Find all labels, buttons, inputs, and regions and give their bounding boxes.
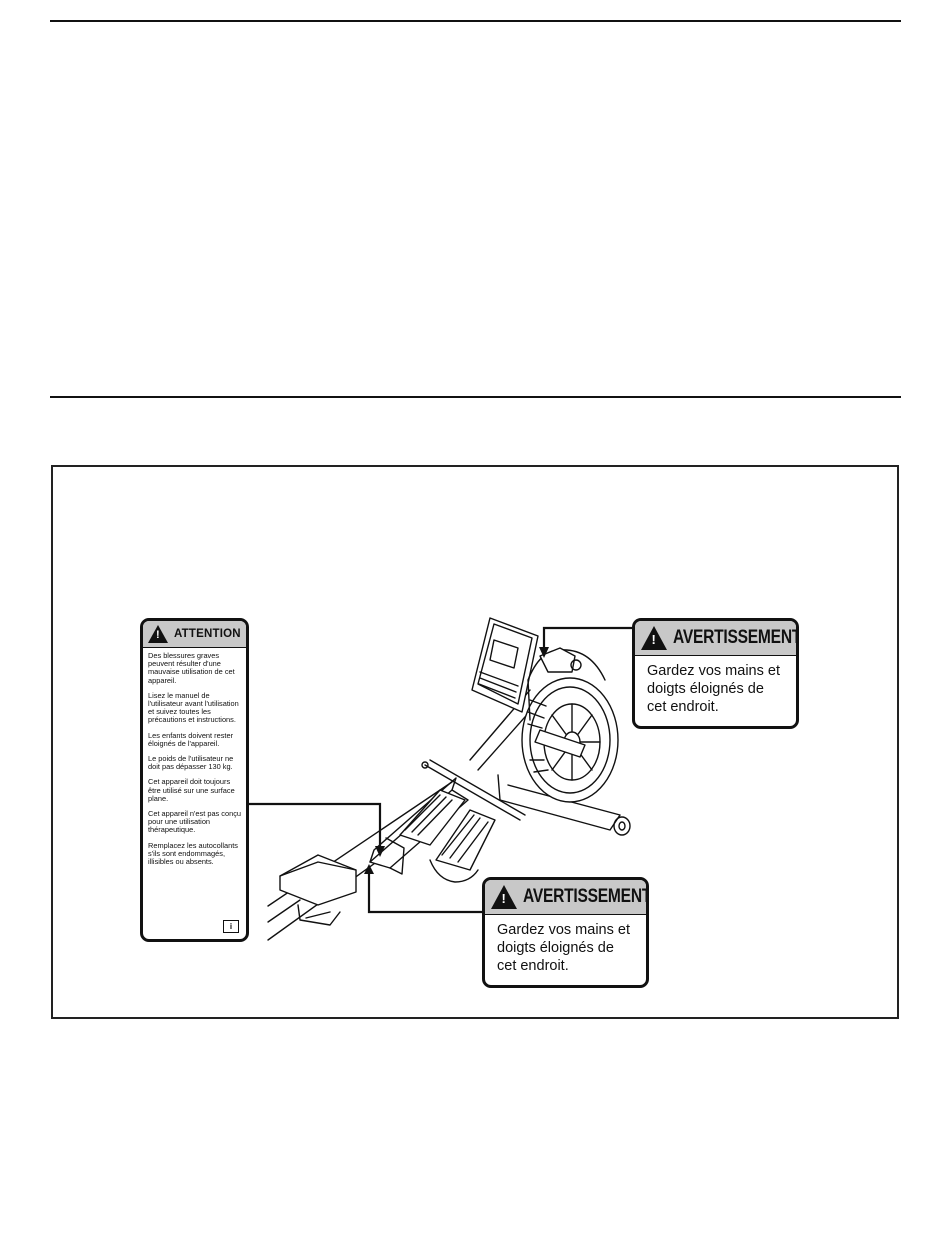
warning-bottom-header: ! AVERTISSEMENT	[485, 880, 646, 915]
attention-paragraph: Cet appareil n'est pas conçu pour une ut…	[148, 809, 242, 835]
attention-paragraph: Lisez le manuel de l'utilisateur avant l…	[148, 690, 239, 725]
attention-label-body: Des blessures graves peuvent résulter d'…	[143, 648, 246, 866]
warning-label-top: ! AVERTISSEMENT Gardez vos mains et doig…	[632, 618, 799, 729]
attention-paragraph: Les enfants doivent rester éloignés de l…	[148, 730, 234, 748]
warning-label-bottom: ! AVERTISSEMENT Gardez vos mains et doig…	[482, 877, 649, 988]
warning-labels-figure	[51, 465, 899, 1019]
attention-paragraph: Des blessures graves peuvent résulter d'…	[148, 651, 235, 685]
attention-label-heading: ATTENTION	[174, 628, 241, 640]
top-rule	[50, 20, 901, 22]
attention-warning-label: ! ATTENTION Des blessures graves peuvent…	[140, 618, 249, 942]
section-rule	[50, 396, 901, 398]
attention-paragraph: Le poids de l'utilisateur ne doit pas dé…	[148, 754, 234, 772]
warning-bottom-heading: AVERTISSEMENT	[523, 886, 649, 907]
warning-triangle-icon: !	[641, 626, 667, 650]
attention-label-header: ! ATTENTION	[143, 621, 246, 648]
warning-top-text: Gardez vos mains et doigts éloignés de c…	[647, 663, 780, 715]
warning-triangle-icon: !	[148, 625, 168, 643]
attention-paragraph: Remplacez les autocollants s'ils sont en…	[148, 840, 238, 867]
warning-top-header: ! AVERTISSEMENT	[635, 621, 796, 656]
attention-paragraph: Cet appareil doit toujours être utilisé …	[148, 777, 235, 803]
warning-bottom-text: Gardez vos mains et doigts éloignés de c…	[497, 922, 630, 974]
warning-triangle-icon: !	[491, 885, 517, 909]
manual-book-icon: i	[223, 920, 239, 933]
warning-top-heading: AVERTISSEMENT	[673, 627, 799, 648]
